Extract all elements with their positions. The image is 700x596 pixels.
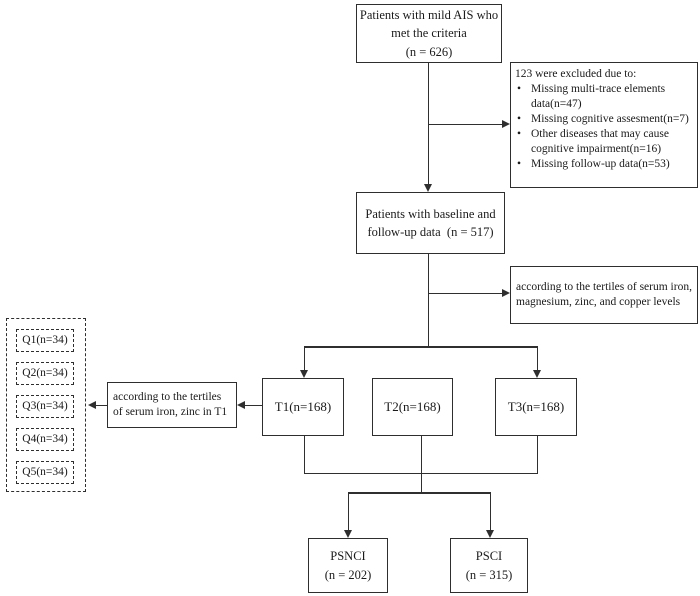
tertiles-right-line2: magnesium, zinc, and copper levels — [516, 296, 681, 308]
excluded-title: 123 were excluded due to: — [515, 68, 637, 80]
q4-label: Q4(n=34) — [22, 433, 68, 446]
arrowhead-down-t1 — [299, 370, 308, 378]
psci-label: PSCI — [475, 549, 503, 564]
connector-to-psnci — [347, 492, 349, 532]
box-q3: Q3(n=34) — [16, 395, 74, 418]
box-criteria-line2: met the criteria — [391, 26, 467, 41]
q1-label: Q1(n=34) — [22, 334, 68, 347]
box-t1: T1(n=168) — [262, 378, 344, 436]
bullet-icon: • — [517, 157, 522, 170]
q5-label: Q5(n=34) — [22, 466, 68, 479]
connector-to-t3 — [536, 346, 538, 371]
excluded-reason-3: Other diseases that may cause cognitive … — [531, 127, 669, 155]
tertiles-left-line1: according to the tertiles — [113, 391, 222, 404]
connector-to-t1 — [303, 346, 305, 371]
box-t2: T2(n=168) — [372, 378, 453, 436]
connector-t2-down — [420, 436, 422, 493]
connector-t1-to-tertiles-left — [241, 404, 262, 406]
box-q2: Q2(n=34) — [16, 362, 74, 385]
excluded-reason-row: • Other diseases that may cause cognitiv… — [515, 127, 692, 157]
t3-label: T3(n=168) — [507, 399, 565, 414]
box-criteria-line1: Patients with mild AIS who — [359, 8, 499, 23]
excluded-reason-2: Missing cognitive assesment(n=7) — [531, 112, 689, 125]
arrowhead-right-excluded — [502, 119, 510, 128]
psci-count: (n = 315) — [465, 567, 513, 582]
excluded-reason-row: • Missing follow-up data(n=53) — [515, 157, 692, 172]
connector-branch-horizontal — [303, 346, 538, 348]
arrowhead-left-tertiles-left — [237, 400, 245, 409]
box-criteria-count: (n = 626) — [405, 44, 453, 59]
arrowhead-right-tertiles — [502, 288, 510, 297]
arrowhead-left-quintiles — [88, 400, 96, 409]
arrowhead-down-baseline — [423, 184, 432, 192]
box-q4: Q4(n=34) — [16, 428, 74, 451]
box-q5: Q5(n=34) — [16, 461, 74, 484]
psnci-label: PSNCI — [330, 549, 366, 564]
excluded-reason-4: Missing follow-up data(n=53) — [531, 157, 670, 170]
connector-baseline-down — [427, 254, 429, 347]
box-baseline: Patients with baseline and follow-up dat… — [356, 192, 505, 254]
excluded-reason-row: • Missing multi-trace elements data(n=47… — [515, 82, 692, 112]
box-tertiles-right: according to the tertiles of serum iron,… — [510, 266, 698, 324]
box-psci: PSCI (n = 315) — [450, 538, 528, 593]
connector-outcome-horizontal — [347, 492, 491, 494]
q2-label: Q2(n=34) — [22, 367, 68, 380]
connector-to-tertiles-right — [428, 292, 503, 294]
arrowhead-down-psci — [485, 530, 494, 538]
bullet-icon: • — [517, 112, 522, 125]
psnci-count: (n = 202) — [324, 567, 372, 582]
q3-label: Q3(n=34) — [22, 400, 68, 413]
tertiles-right-line1: according to the tertiles of serum iron, — [516, 281, 692, 294]
box-q1: Q1(n=34) — [16, 329, 74, 352]
box-t3: T3(n=168) — [495, 378, 577, 436]
arrowhead-down-psnci — [343, 530, 352, 538]
connector-t1-down — [303, 436, 305, 474]
connector-to-psci — [489, 492, 491, 532]
arrowhead-down-t3 — [532, 370, 541, 378]
excluded-reason-1: Missing multi-trace elements data(n=47) — [531, 82, 666, 110]
connector-to-quintiles — [92, 404, 107, 406]
connector-t3-down — [536, 436, 538, 474]
t1-label: T1(n=168) — [274, 399, 332, 414]
tertiles-left-line2: of serum iron, zinc in T1 — [113, 406, 228, 418]
box-psnci: PSNCI (n = 202) — [308, 538, 388, 593]
box-baseline-count: follow-up data (n = 517) — [367, 225, 494, 239]
box-tertiles-left: according to the tertiles of serum iron,… — [107, 382, 237, 428]
connector-to-excluded — [428, 123, 503, 125]
bullet-icon: • — [517, 82, 522, 95]
box-excluded: 123 were excluded due to: • Missing mult… — [510, 62, 698, 188]
t2-label: T2(n=168) — [384, 399, 441, 414]
box-criteria: Patients with mild AIS who met the crite… — [356, 4, 502, 63]
box-baseline-line1: Patients with baseline and — [365, 206, 496, 221]
bullet-icon: • — [517, 127, 522, 140]
excluded-reason-row: • Missing cognitive assesment(n=7) — [515, 112, 692, 127]
